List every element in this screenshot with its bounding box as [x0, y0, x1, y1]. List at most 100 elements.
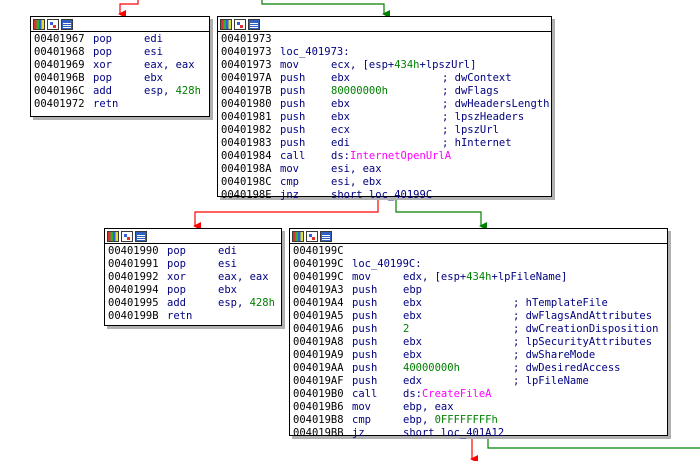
- address: 0040197A: [221, 72, 272, 84]
- operand: esp,: [144, 85, 176, 97]
- mnemonic: xor: [93, 59, 112, 71]
- block-titlebar[interactable]: [218, 17, 551, 32]
- mnemonic: pop: [93, 72, 112, 84]
- mnemonic: push: [280, 137, 306, 149]
- color-palette-icon[interactable]: [107, 230, 119, 242]
- comment: ; dwFlags: [442, 85, 499, 97]
- block-titlebar[interactable]: [31, 17, 209, 32]
- address: 0040199C: [293, 245, 344, 257]
- graph-view-icon[interactable]: [47, 18, 59, 30]
- block-titlebar[interactable]: [290, 229, 667, 244]
- address: 00401995: [108, 297, 159, 309]
- graph-view-icon[interactable]: [121, 230, 133, 242]
- address: 00401994: [108, 284, 159, 296]
- import-name: InternetOpenUrlA: [349, 150, 452, 162]
- mnemonic: cmp: [280, 176, 299, 188]
- text-view-icon[interactable]: [135, 230, 147, 242]
- mnemonic: push: [352, 349, 378, 361]
- comment: ; lpszHeaders: [442, 111, 525, 123]
- immediate: 0FFFFFFFFh: [434, 414, 498, 426]
- block-titlebar[interactable]: [105, 229, 281, 244]
- asm-line[interactable]: 00401973: [221, 33, 549, 46]
- address: 004019AF: [293, 375, 344, 387]
- operand: +lpFileName]: [491, 271, 568, 283]
- operand: ebx: [331, 98, 350, 110]
- text-view-icon[interactable]: [248, 18, 260, 30]
- operand: ecx, [esp+: [331, 59, 395, 71]
- address: 004019A3: [293, 284, 344, 296]
- text-view-icon[interactable]: [61, 18, 73, 30]
- color-palette-icon[interactable]: [33, 18, 45, 30]
- mnemonic: push: [352, 362, 378, 374]
- color-palette-icon[interactable]: [292, 230, 304, 242]
- immediate: 434h: [394, 59, 420, 71]
- address: 0040199C: [293, 271, 344, 283]
- color-palette-icon[interactable]: [220, 18, 232, 30]
- address: 00401983: [221, 137, 272, 149]
- immediate: 434h: [466, 271, 492, 283]
- comment: ; hTemplateFile: [513, 297, 608, 309]
- mnemonic: pop: [93, 46, 112, 58]
- address: 0040198A: [221, 163, 272, 175]
- operand: +lpszUrl]: [419, 59, 477, 71]
- operand: ebp, eax: [403, 401, 454, 413]
- mnemonic: push: [280, 72, 306, 84]
- graph-view-icon[interactable]: [306, 230, 318, 242]
- mnemonic: add: [167, 297, 186, 309]
- asm-line[interactable]: 0040199C: [293, 245, 665, 258]
- address: 004019A4: [293, 297, 344, 309]
- address: 0040199B: [108, 310, 159, 322]
- address: 00401992: [108, 271, 159, 283]
- graph-view-icon[interactable]: [234, 18, 246, 30]
- address: 00401990: [108, 245, 159, 257]
- operand: ebx: [403, 297, 422, 309]
- text-view-icon[interactable]: [320, 230, 332, 242]
- address: 00401972: [34, 98, 85, 110]
